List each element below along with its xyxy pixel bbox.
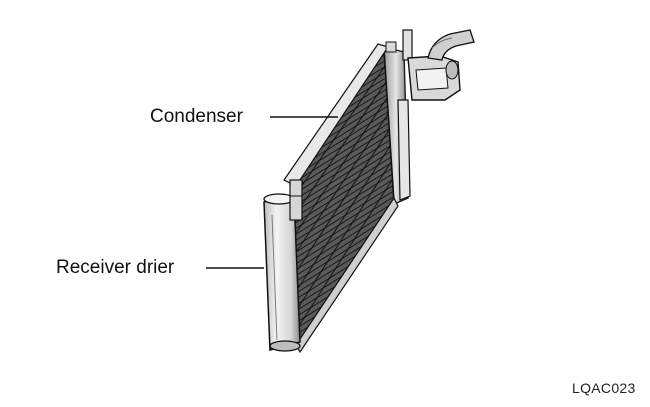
condenser-core bbox=[283, 43, 399, 354]
receiver-drier-cylinder bbox=[263, 193, 301, 352]
right-side-pipe bbox=[397, 99, 411, 201]
condenser-label: Condenser bbox=[150, 106, 243, 127]
receiver-drier-label: Receiver drier bbox=[56, 257, 175, 278]
drier-bracket bbox=[289, 179, 303, 221]
figure-code: LQAC023 bbox=[572, 380, 636, 396]
pipe-fitting bbox=[407, 29, 475, 101]
